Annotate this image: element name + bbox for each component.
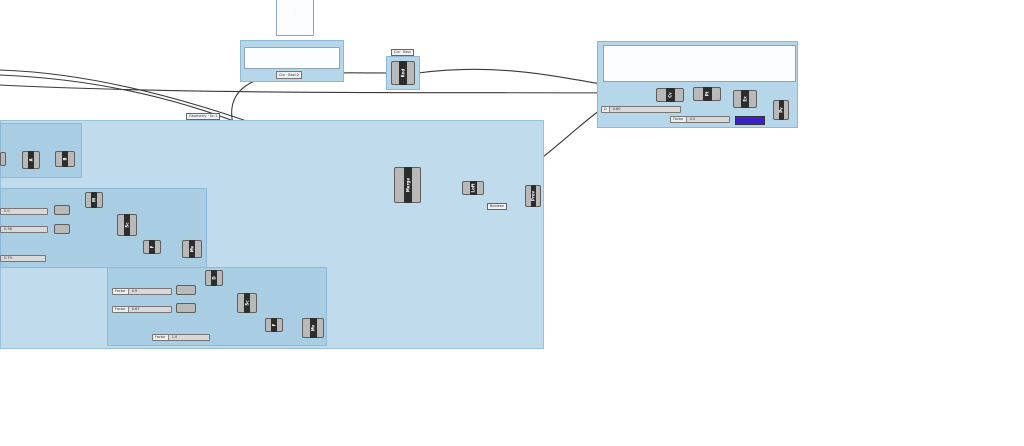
preview-node[interactable]: Prev [525,185,541,207]
node-a2[interactable]: B [55,151,75,167]
node-d4[interactable]: Pv [773,100,789,120]
note-panel-top[interactable]: · · · [276,0,314,36]
node-c3[interactable]: Sc [237,293,257,313]
merge-node[interactable]: Merge [394,167,421,203]
node-a1[interactable]: A [22,151,40,169]
text-panel-top-right[interactable] [603,45,796,82]
node-b3[interactable]: Sc [117,214,137,236]
preview-node-label: Prev [530,190,536,202]
slider-2[interactable]: 0.38 [0,226,48,233]
node-d2[interactable]: Pt [693,87,721,101]
merge-node-label: Merge [405,177,411,193]
note-line: · [294,4,296,8]
node-b4[interactable]: F [143,240,161,254]
node-b1[interactable]: M [85,192,103,208]
random-node[interactable]: Rnd [391,61,415,85]
group-header-tag[interactable]: Geometry · Sc.1 [186,113,221,120]
node-b2[interactable] [54,224,70,234]
loft-node-label: Loft [470,183,476,193]
slider-1[interactable]: 0.0 [0,208,48,215]
node-d3[interactable]: Ex [733,90,757,108]
node-c4[interactable]: F [265,318,283,332]
node-c1[interactable]: D [205,270,223,286]
boolean-toggle[interactable]: Boolean [487,203,508,210]
node-d1[interactable]: Cv [656,88,684,102]
text-panel-top-center[interactable] [244,47,340,69]
color-swatch[interactable] [735,116,765,125]
random-node-label: Rnd [400,68,406,78]
node-c0[interactable] [176,285,196,295]
node-b0[interactable] [54,205,70,215]
node-c2[interactable] [176,303,196,313]
node-a0[interactable] [0,152,6,166]
random-tag[interactable]: Crv · Bezi [391,49,414,56]
node-b5[interactable]: Mv [182,240,202,258]
loft-node[interactable]: Loft [462,181,484,195]
node-c5[interactable]: Mv [302,318,324,338]
slider-3[interactable]: 0.79 [0,255,46,262]
group-sub-top-left[interactable] [0,123,82,178]
note-line: · [294,12,296,16]
curve-tag[interactable]: Crv · Bezi.2 [276,71,302,79]
note-line: · [294,8,296,12]
